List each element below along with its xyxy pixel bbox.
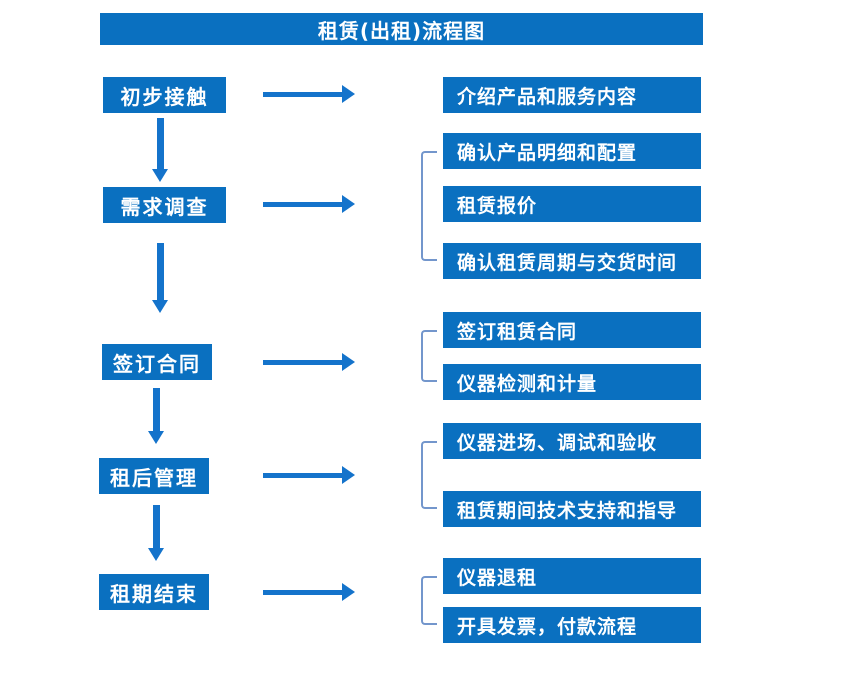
arrow-head: [342, 195, 355, 213]
group-bracket-post-rental: [421, 441, 437, 509]
detail-box-invoice-payment: 开具发票，付款流程: [443, 607, 701, 643]
arrow-shaft: [263, 359, 342, 365]
arrow-head: [152, 300, 168, 313]
arrow-head: [148, 548, 164, 561]
down-arrow-3: [148, 388, 164, 444]
arrow-head: [342, 466, 355, 484]
arrow-head: [342, 85, 355, 103]
right-arrow-2: [263, 195, 355, 213]
detail-box-sign-rental-contract: 签订租赁合同: [443, 312, 701, 348]
arrow-shaft: [152, 505, 160, 548]
arrow-shaft: [263, 472, 342, 478]
right-arrow-4: [263, 466, 355, 484]
group-bracket-sign-contract: [421, 330, 437, 382]
arrow-shaft: [263, 589, 342, 595]
step-box-post-rental-management: 租后管理: [99, 458, 209, 494]
down-arrow-4: [148, 505, 164, 561]
arrow-shaft: [156, 118, 164, 169]
flowchart-title: 租赁(出租)流程图: [100, 13, 703, 45]
group-bracket-rental-end: [421, 576, 437, 625]
detail-box-rental-quote: 租赁报价: [443, 186, 701, 222]
detail-box-introduce-products: 介绍产品和服务内容: [443, 77, 701, 113]
step-box-initial-contact: 初步接触: [103, 77, 226, 113]
right-arrow-5: [263, 583, 355, 601]
group-bracket-demand-survey: [421, 151, 437, 261]
step-box-sign-contract: 签订合同: [102, 344, 212, 380]
detail-box-confirm-period-delivery: 确认租赁周期与交货时间: [443, 243, 701, 279]
down-arrow-1: [152, 118, 168, 182]
right-arrow-1: [263, 85, 355, 103]
detail-box-instrument-return: 仪器退租: [443, 558, 701, 594]
detail-box-confirm-product-config: 确认产品明细和配置: [443, 133, 701, 169]
down-arrow-2: [152, 243, 168, 313]
arrow-shaft: [152, 388, 160, 431]
detail-box-instrument-setup-acceptance: 仪器进场、调试和验收: [443, 423, 701, 459]
arrow-head: [148, 431, 164, 444]
arrow-head: [342, 583, 355, 601]
arrow-shaft: [263, 91, 342, 97]
arrow-shaft: [156, 243, 164, 300]
right-arrow-3: [263, 353, 355, 371]
detail-box-instrument-testing: 仪器检测和计量: [443, 364, 701, 400]
detail-box-tech-support: 租赁期间技术支持和指导: [443, 491, 701, 527]
arrow-head: [152, 169, 168, 182]
arrow-shaft: [263, 201, 342, 207]
arrow-head: [342, 353, 355, 371]
step-box-rental-end: 租期结束: [99, 574, 209, 610]
step-box-demand-survey: 需求调查: [103, 187, 226, 223]
